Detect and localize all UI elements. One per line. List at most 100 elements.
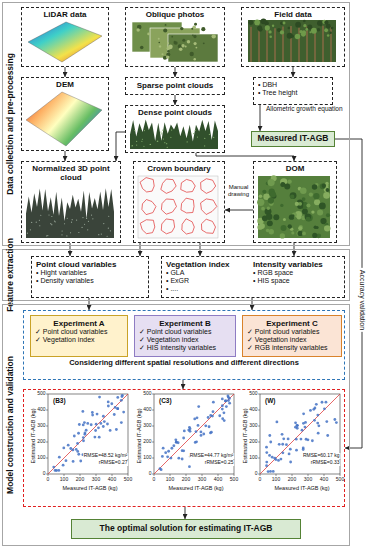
data-point — [223, 411, 226, 414]
box-title: Experiment B — [139, 319, 231, 328]
data-point — [79, 460, 82, 463]
tick-mark — [258, 426, 260, 427]
tick-mark — [46, 458, 48, 459]
bullet-item: ✓ Point cloud variables — [139, 328, 231, 336]
point — [132, 145, 133, 146]
dom-texture — [317, 209, 323, 215]
bullet-item: ✓ Point cloud variables — [35, 328, 123, 336]
rmse-value: RMSE=48.52 kg/m² — [83, 453, 128, 459]
data-point — [121, 394, 124, 397]
experiment-box: Experiment B✓ Point cloud variables✓ Veg… — [134, 315, 236, 357]
point — [40, 215, 41, 216]
data-point — [167, 450, 170, 453]
data-box: DOM — [253, 161, 337, 243]
data-point — [116, 407, 119, 410]
data-point — [221, 404, 224, 407]
photo-texture — [190, 52, 194, 56]
dom-texture — [280, 233, 285, 238]
dom-texture — [259, 194, 263, 198]
data-point — [275, 420, 278, 423]
point — [171, 129, 172, 130]
dom-texture — [309, 192, 313, 196]
tick-label: 100 — [143, 455, 151, 461]
data-point — [85, 429, 88, 432]
canopy — [257, 25, 262, 30]
data-point — [221, 408, 224, 411]
data-point — [166, 455, 169, 458]
flow-arrow — [260, 105, 261, 131]
tick-label: 300 — [198, 477, 206, 483]
crown-map — [138, 176, 218, 238]
text-column: Experiment A✓ Point cloud variables✓ Veg… — [35, 319, 123, 344]
data-box: Dense point clouds — [125, 105, 225, 153]
data-point — [107, 401, 110, 404]
tick-label: 300 — [143, 423, 151, 429]
data-point — [269, 441, 272, 444]
axis-title: Estimated IT-AGB (kg) — [242, 408, 248, 463]
point — [166, 143, 167, 144]
dom-texture — [297, 215, 302, 220]
data-point — [164, 451, 167, 454]
bullet-item: ✓ Vegetation index — [139, 336, 231, 344]
data-point — [309, 409, 312, 412]
tick-label: 500 — [230, 477, 238, 483]
point — [66, 235, 67, 236]
point — [136, 141, 137, 142]
data-point — [302, 448, 305, 451]
data-point — [312, 408, 315, 411]
data-point — [57, 469, 60, 472]
text-area: Oblique photos — [126, 8, 224, 19]
data-point — [170, 457, 173, 460]
point — [170, 137, 171, 138]
one-to-one-line — [154, 394, 234, 474]
data-point — [209, 431, 212, 434]
data-point — [195, 430, 198, 433]
data-point — [272, 470, 275, 473]
tick-label: 0 — [153, 477, 156, 483]
tick-mark — [324, 474, 325, 476]
photo-texture — [194, 23, 197, 26]
text-area: Normalized 3D point cloud — [22, 162, 120, 182]
photo-texture — [158, 42, 160, 44]
dom-texture — [289, 214, 294, 219]
photo-texture — [166, 55, 169, 58]
text-area: Crown boundary — [134, 162, 224, 173]
dom-texture — [323, 192, 330, 199]
canopy — [272, 25, 274, 27]
tick-mark — [260, 474, 261, 476]
plot-frame — [154, 394, 234, 474]
photo-texture — [193, 35, 196, 38]
canopy — [324, 28, 328, 32]
data-point — [62, 464, 65, 467]
flow-arrow — [196, 153, 294, 161]
data-point — [280, 458, 283, 461]
data-point — [189, 427, 192, 430]
tick-label: 100 — [249, 455, 257, 461]
forest-photo — [248, 20, 336, 62]
point — [39, 225, 40, 226]
point — [91, 215, 92, 216]
dom-texture — [288, 224, 292, 228]
text-column: • DBH• Tree height — [258, 81, 328, 97]
data-point — [202, 433, 205, 436]
photo-texture — [192, 34, 194, 36]
data-point — [287, 438, 290, 441]
edge-label: Accuracy validation — [358, 268, 366, 332]
dom-texture — [302, 231, 306, 235]
point — [87, 229, 88, 230]
dom-texture — [306, 203, 310, 207]
text-column: Vegetation index• GLA• ExGR• .... — [166, 260, 253, 293]
dom-texture — [312, 233, 317, 238]
dom-texture — [292, 213, 297, 218]
tick-label: 500 — [124, 477, 132, 483]
dom-texture — [281, 225, 287, 231]
tick-mark — [46, 474, 48, 475]
tick-label: 0 — [259, 477, 262, 483]
text-area: Model construction and validation — [3, 305, 19, 545]
canopy — [288, 27, 290, 29]
point — [31, 222, 32, 223]
flow-arrow — [185, 507, 186, 519]
text-area: Vegetation index• GLA• ExGR• ....Intensi… — [162, 257, 344, 296]
data-point — [77, 453, 80, 456]
tick-label: 0 — [43, 471, 46, 477]
